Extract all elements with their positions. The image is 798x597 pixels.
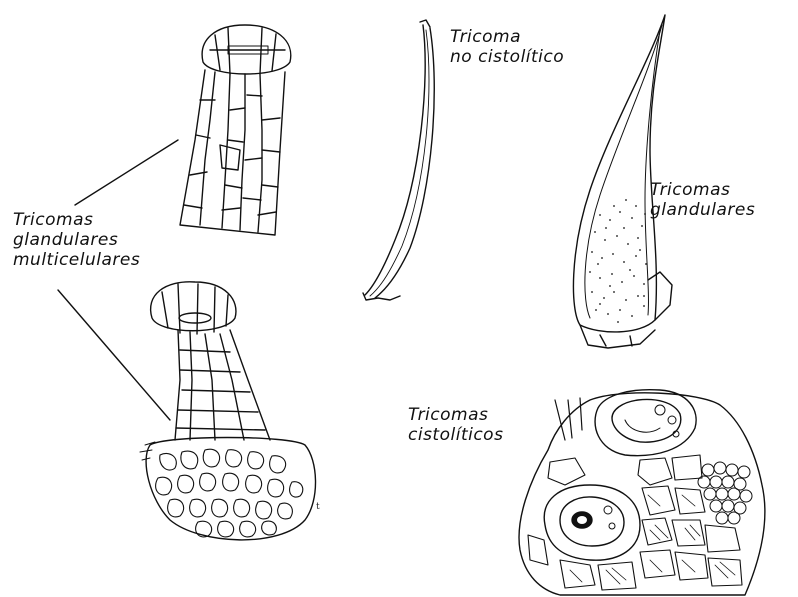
leader-line-bottom bbox=[58, 290, 170, 420]
leader-line-top bbox=[75, 140, 178, 205]
label-line: Tricomas bbox=[13, 210, 140, 230]
label-line: glandulares bbox=[13, 230, 140, 250]
label-glandular-trichomes: Tricomas glandulares bbox=[650, 180, 755, 220]
label-multicellular-glandular-trichomes: Tricomas glandulares multicelulares bbox=[13, 210, 140, 270]
label-line: Tricomas bbox=[650, 180, 755, 200]
multicellular-trichome-top bbox=[180, 25, 291, 235]
multicellular-trichome-bottom bbox=[140, 282, 316, 540]
non-cystolithic-trichome bbox=[363, 20, 434, 300]
stipple-dots bbox=[589, 199, 647, 323]
label-cystolithic-trichomes: Tricomas cistolíticos bbox=[408, 405, 503, 445]
label-line: Tricomas bbox=[408, 405, 503, 425]
label-line: no cistolítico bbox=[450, 47, 564, 67]
cystolithic-trichomes bbox=[519, 390, 765, 595]
label-non-cystolithic-trichome: Tricoma no cistolítico bbox=[450, 27, 564, 67]
annotation-mark-t: t bbox=[316, 502, 320, 512]
label-line: glandulares bbox=[650, 200, 755, 220]
label-line: Tricoma bbox=[450, 27, 564, 47]
label-line: cistolíticos bbox=[408, 425, 503, 445]
label-line: multicelulares bbox=[13, 250, 140, 270]
